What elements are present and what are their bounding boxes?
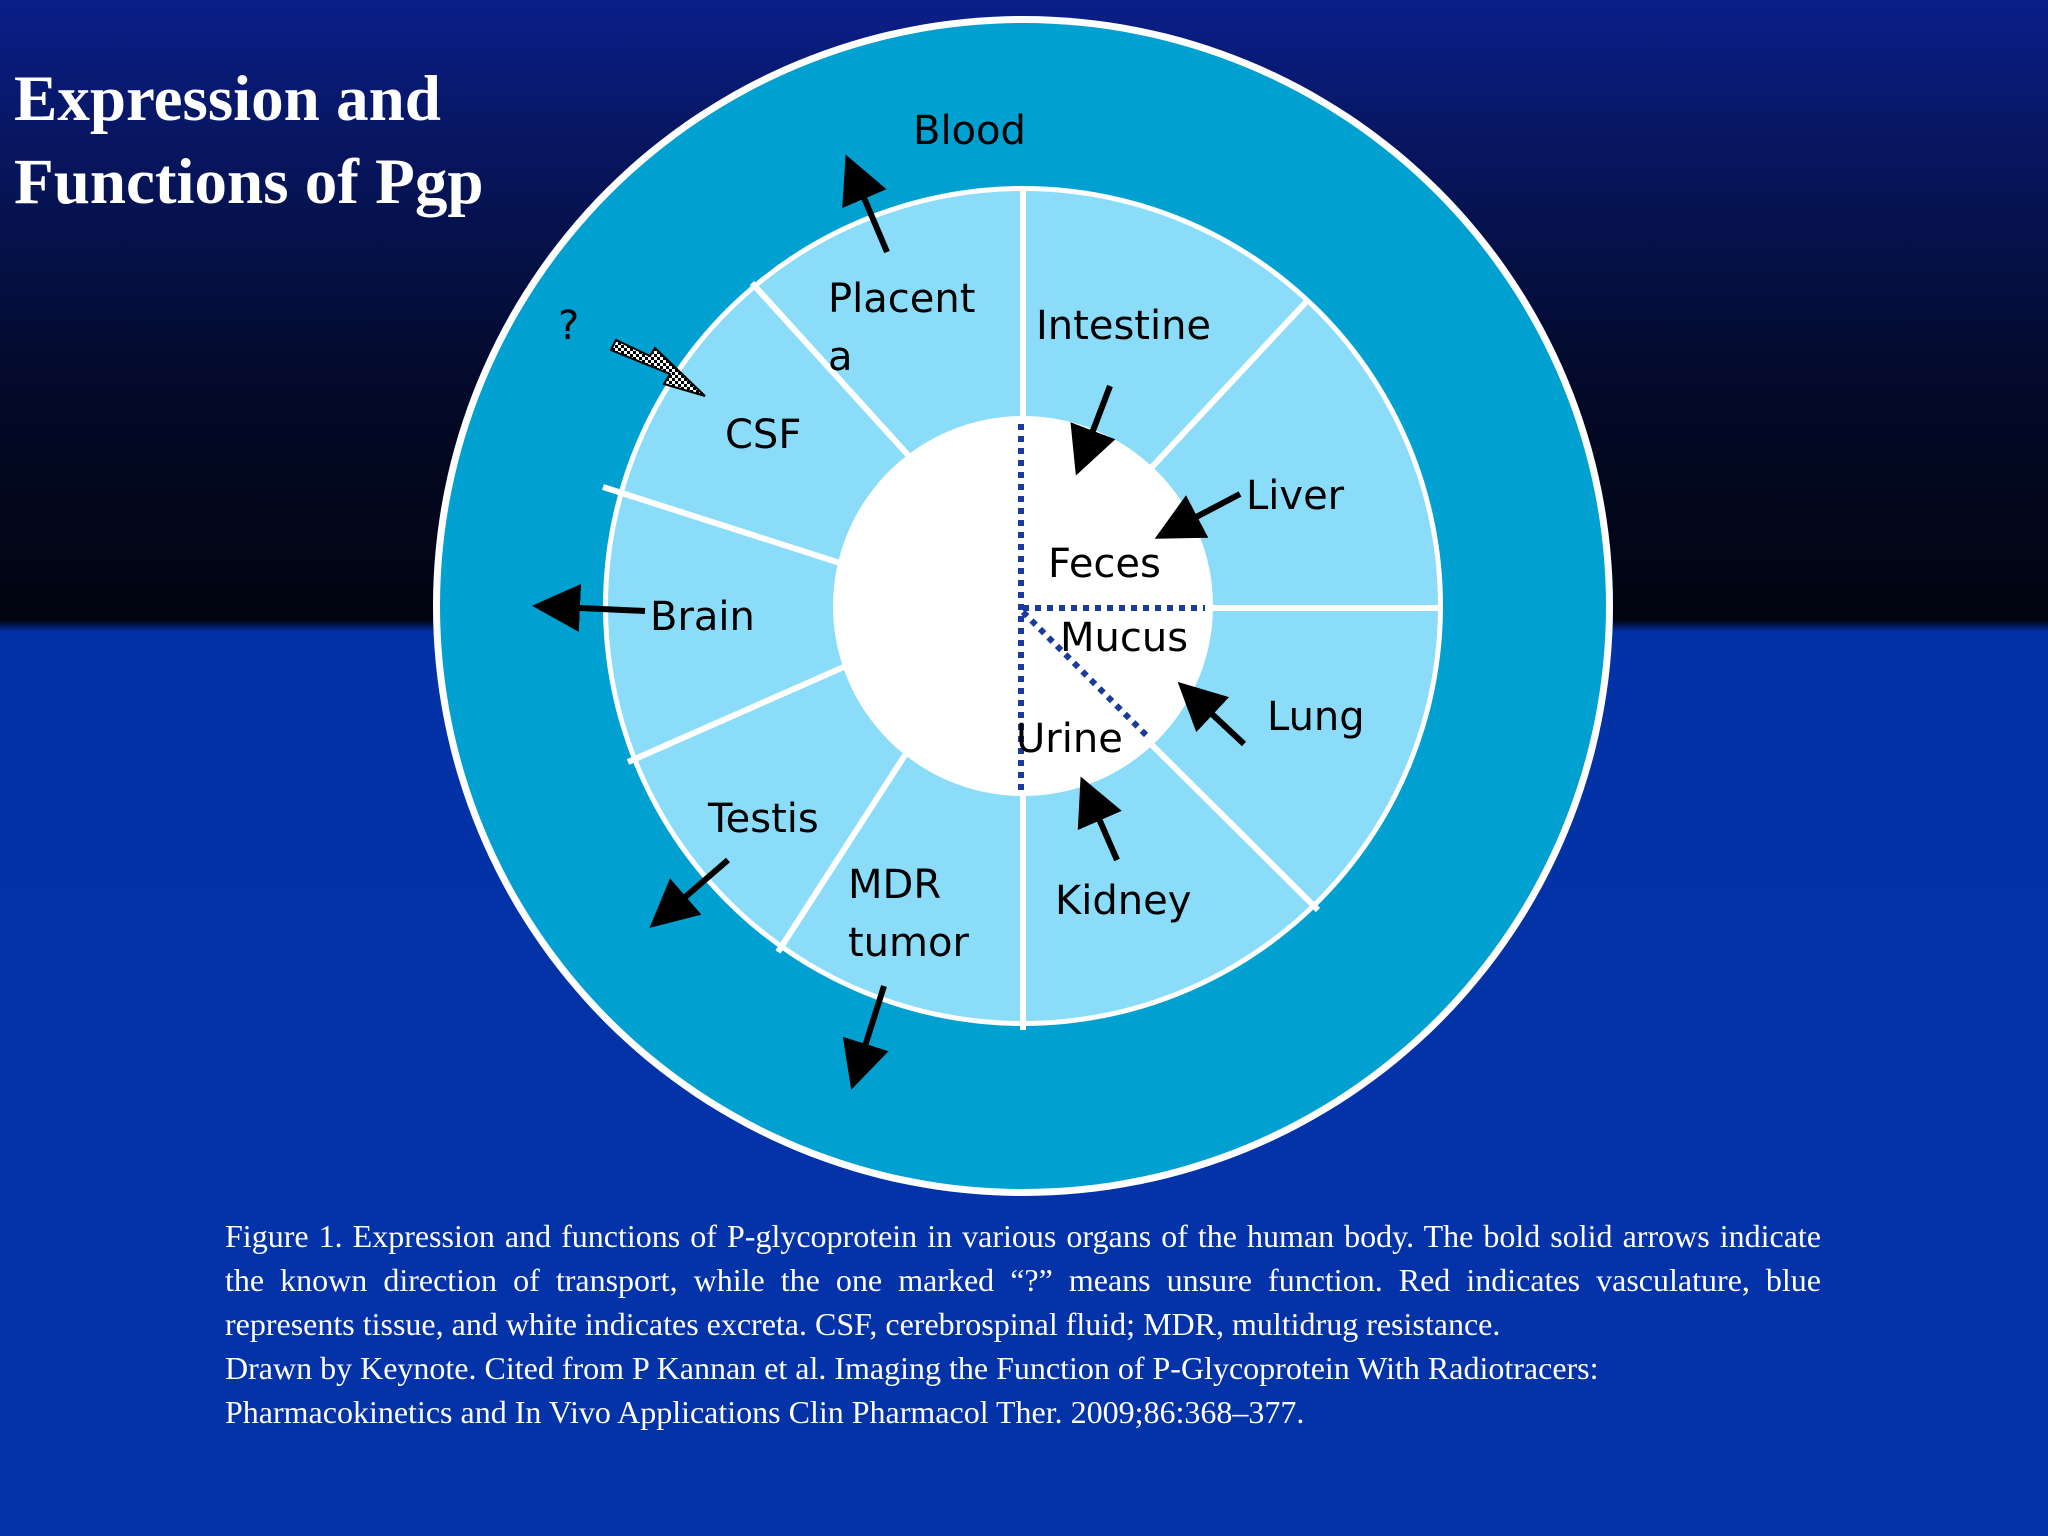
kidney-to-urine-arrow [1077,776,1122,862]
unsure-question-mark: ? [558,303,579,349]
placenta-to-blood-arrow [842,154,890,254]
intestine-to-feces-arrow [1070,384,1116,476]
mdr-tumor-to-blood-arrow [842,985,889,1090]
excreta-separators [1018,424,1205,792]
figure-citation: Drawn by Keynote. Cited from P Kannan et… [225,1350,1599,1430]
transport-arrows [532,154,1247,1090]
placenta-label-line1: Placent [828,276,975,322]
title-line-2: Functions of Pgp [14,146,484,218]
feces-label: Feces [1048,541,1161,587]
kidney-label: Kidney [1055,878,1191,924]
intestine-label: Intestine [1036,303,1211,349]
mucus-label: Mucus [1060,615,1188,661]
mdr-tumor-label-line2: tumor [848,920,969,966]
urine-label: Urine [1016,716,1123,762]
csf-label: CSF [725,412,801,458]
divider-csf-placenta [749,280,911,458]
csf-unsure-arrow-shape [609,338,706,397]
title-line-1: Expression and [14,63,441,135]
testis-label: Testis [707,796,819,842]
segment-dividers [602,190,1438,1030]
divider-testis-brain [626,663,848,765]
placenta-label-line2: a [828,334,853,380]
divider-lung-kidney [1149,742,1321,913]
figure-caption: Figure 1. Expression and functions of P-… [225,1214,1821,1434]
divider-intestine-liver [1149,298,1310,470]
lung-label: Lung [1267,694,1365,740]
liver-to-feces-arrow [1154,491,1242,539]
slide-title: Expression and Functions of Pgp [14,58,484,224]
figure-description: Figure 1. Expression and functions of P-… [225,1218,1821,1342]
liver-label: Liver [1246,473,1345,519]
csf-unsure-arrow [609,338,706,397]
blood-label: Blood [913,108,1026,154]
divider-mdr-testis [775,753,908,954]
mdr-tumor-label-line1: MDR [848,862,941,908]
brain-label: Brain [650,594,755,640]
brain-to-blood-arrow [532,583,646,632]
testis-to-blood-arrow [649,857,730,928]
dotted-diagonal [1020,609,1150,739]
divider-brain-csf [602,484,841,566]
lung-to-mucus-arrow [1177,681,1247,747]
